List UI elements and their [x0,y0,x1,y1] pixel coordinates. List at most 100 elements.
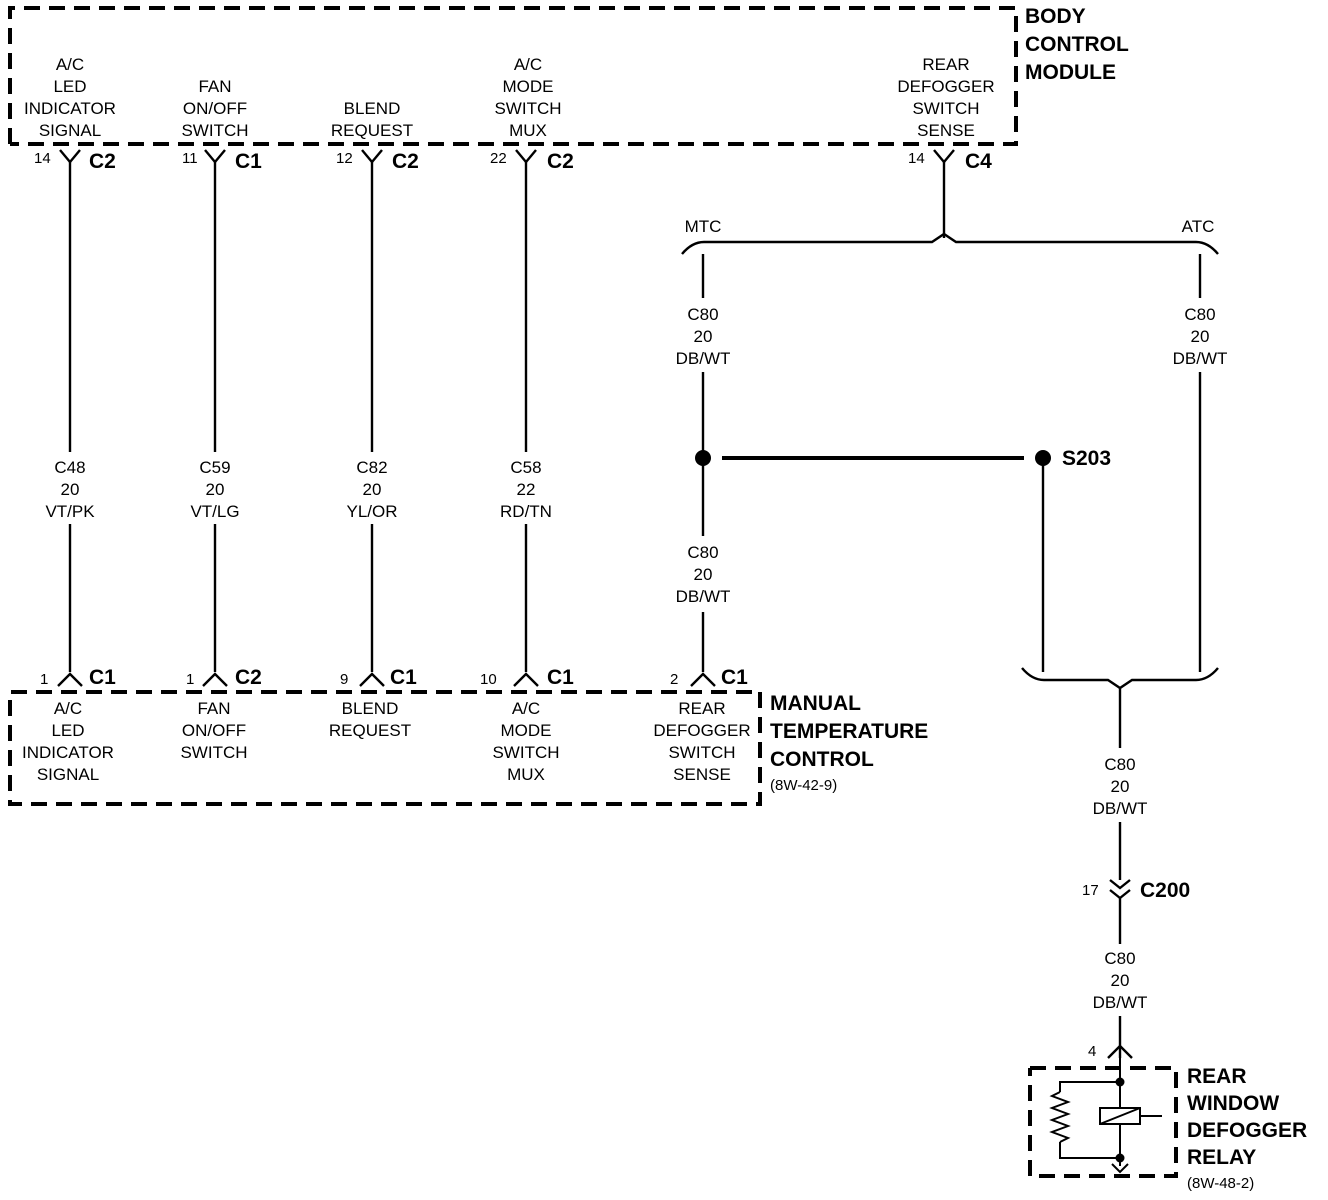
mtc-pin-label-fan-switch: FAN ON/OFF SWITCH [180,699,247,762]
relay-terminal: 4 [1088,1043,1133,1060]
branch-bracket-top [681,232,1219,255]
svg-text:RD/TN: RD/TN [500,502,552,521]
branch-label-atc: ATC [1182,217,1215,236]
svg-text:SENSE: SENSE [917,121,975,140]
splice-label: S203 [1062,447,1111,470]
svg-text:FAN: FAN [197,699,230,718]
bcm-terminal-4: 22 C2 [490,149,574,173]
svg-text:MODULE: MODULE [1025,61,1116,84]
wire-label-c80-mtc-upper: C80 20 DB/WT [676,305,731,368]
svg-text:20: 20 [1111,777,1130,796]
svg-text:14: 14 [908,150,925,167]
svg-text:9: 9 [340,671,348,688]
svg-text:VT/PK: VT/PK [45,502,95,521]
svg-text:C2: C2 [235,666,262,689]
bcm-pin-label-defogger: REAR DEFOGGER SWITCH SENSE [897,55,994,140]
svg-text:A/C: A/C [54,699,82,718]
svg-text:DB/WT: DB/WT [1173,349,1228,368]
bcm-terminal-5: 14 C4 [908,149,992,173]
svg-text:REAR: REAR [678,699,725,718]
svg-text:C2: C2 [392,150,419,173]
branch-label-mtc: MTC [685,217,722,236]
svg-text:C200: C200 [1140,879,1190,902]
bcm-pin-label-blend: BLEND REQUEST [331,99,413,140]
mtc-box-outline [8,690,762,806]
svg-text:2: 2 [670,671,678,688]
svg-text:20: 20 [61,480,80,499]
svg-text:SENSE: SENSE [673,765,731,784]
mtc-terminal-1: 1 C1 [40,666,116,689]
mtc-terminal-3: 9 C1 [340,666,417,689]
svg-text:C58: C58 [510,458,541,477]
svg-text:SWITCH: SWITCH [912,99,979,118]
svg-text:ON/OFF: ON/OFF [183,99,247,118]
bcm-box-outline [8,6,1018,146]
svg-text:C80: C80 [687,543,718,562]
svg-text:10: 10 [480,671,497,688]
c200-connector: 17 C200 [1082,879,1190,902]
svg-text:WINDOW: WINDOW [1187,1092,1279,1115]
svg-text:DB/WT: DB/WT [676,587,731,606]
svg-text:MODE: MODE [503,77,554,96]
svg-text:20: 20 [694,565,713,584]
wire-label-c82: C82 20 YL/OR [346,458,397,521]
svg-text:DEFOGGER: DEFOGGER [653,721,750,740]
mtc-pin-label-defogger: REAR DEFOGGER SWITCH SENSE [653,699,750,784]
wire-label-c80-relay: C80 20 DB/WT [1093,949,1148,1012]
svg-text:(8W-42-9): (8W-42-9) [770,777,837,794]
relay-coil-symbol [1049,1058,1162,1174]
svg-text:REAR: REAR [1187,1065,1247,1088]
bcm-pin-label-fan-switch: FAN ON/OFF SWITCH [181,77,248,140]
wire-label-c80-merge: C80 20 DB/WT [1093,755,1148,818]
svg-text:C4: C4 [965,150,992,173]
svg-text:SWITCH: SWITCH [494,99,561,118]
svg-text:C2: C2 [547,150,574,173]
mtc-pin-label-mode-mux: A/C MODE SWITCH MUX [492,699,559,784]
mtc-terminal-4: 10 C1 [480,666,574,689]
svg-text:FAN: FAN [198,77,231,96]
svg-text:20: 20 [363,480,382,499]
svg-text:C1: C1 [235,150,262,173]
mtc-pin-label-blend: BLEND REQUEST [329,699,411,740]
svg-text:20: 20 [1111,971,1130,990]
svg-text:12: 12 [336,150,353,167]
svg-text:INDICATOR: INDICATOR [24,99,116,118]
svg-text:SWITCH: SWITCH [668,743,735,762]
svg-text:20: 20 [206,480,225,499]
wire-label-c58: C58 22 RD/TN [500,458,552,521]
svg-text:22: 22 [517,480,536,499]
svg-text:20: 20 [694,327,713,346]
mtc-terminal-2: 1 C2 [186,666,262,689]
svg-text:A/C: A/C [56,55,84,74]
svg-text:ON/OFF: ON/OFF [182,721,246,740]
svg-text:REQUEST: REQUEST [331,121,413,140]
svg-text:MUX: MUX [507,765,545,784]
mtc-title: MANUAL TEMPERATURE CONTROL (8W-42-9) [770,692,928,794]
svg-text:LED: LED [53,77,86,96]
svg-text:A/C: A/C [512,699,540,718]
svg-text:C80: C80 [687,305,718,324]
svg-text:REAR: REAR [922,55,969,74]
svg-text:(8W-48-2): (8W-48-2) [1187,1175,1254,1192]
svg-text:C48: C48 [54,458,85,477]
svg-text:SWITCH: SWITCH [180,743,247,762]
svg-text:BODY: BODY [1025,5,1086,28]
svg-text:CONTROL: CONTROL [770,748,874,771]
svg-text:BLEND: BLEND [344,99,401,118]
bcm-terminal-1: 14 C2 [34,149,116,173]
svg-text:C80: C80 [1104,949,1135,968]
svg-text:14: 14 [34,150,51,167]
bcm-terminal-2: 11 C1 [182,149,262,173]
svg-text:C59: C59 [199,458,230,477]
bcm-terminal-3: 12 C2 [336,149,419,173]
svg-text:INDICATOR: INDICATOR [22,743,114,762]
svg-text:C1: C1 [721,666,748,689]
svg-text:MODE: MODE [501,721,552,740]
branch-bracket-bottom [1021,667,1219,690]
svg-text:DB/WT: DB/WT [1093,993,1148,1012]
svg-text:SIGNAL: SIGNAL [39,121,101,140]
svg-text:20: 20 [1191,327,1210,346]
svg-text:MUX: MUX [509,121,547,140]
svg-text:MANUAL: MANUAL [770,692,861,715]
